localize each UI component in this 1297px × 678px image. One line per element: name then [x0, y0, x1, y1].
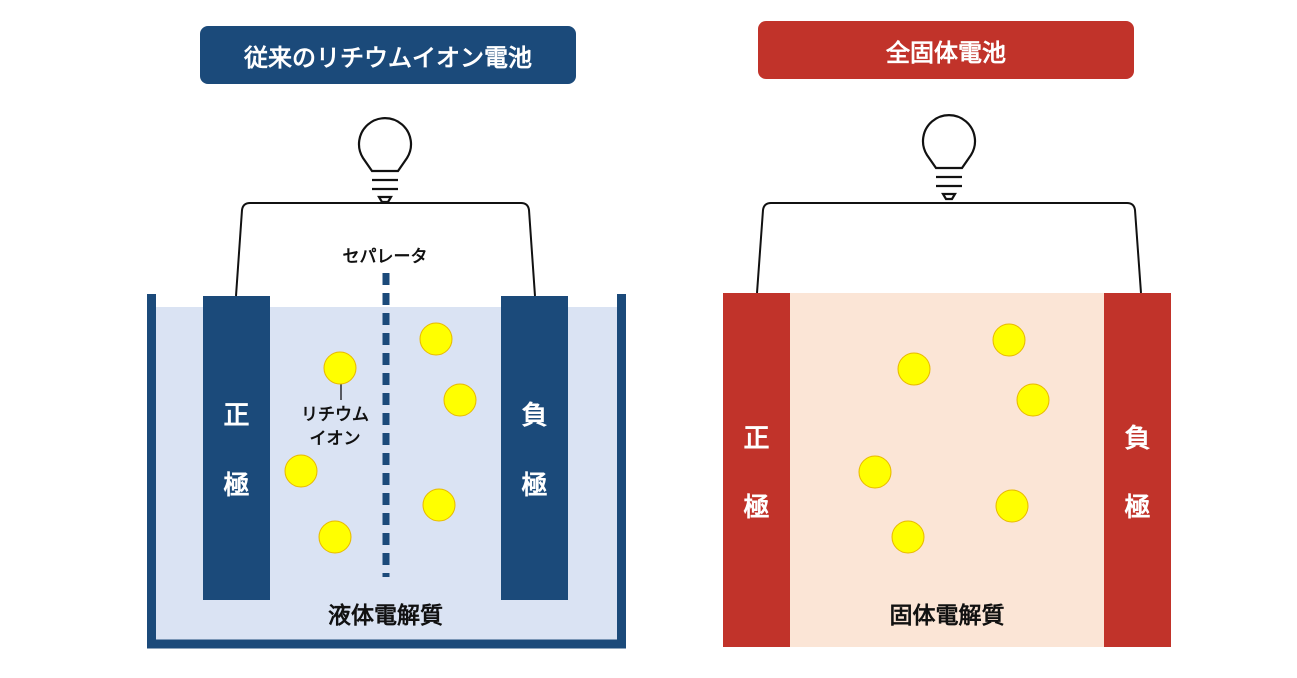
left-bulb-icon [357, 117, 413, 204]
lithium-ion [897, 352, 931, 386]
right-negative-electrode [1104, 293, 1171, 647]
lithium-ion [858, 455, 892, 489]
solid-electrolyte [790, 293, 1104, 647]
left-positive-label: 正 [223, 401, 250, 431]
lithium-ion [419, 322, 453, 356]
lithium-ion [891, 520, 925, 554]
right-negative-label: 負 [1124, 424, 1151, 454]
liquid-electrolyte-label: 液体電解質 [328, 603, 443, 629]
right-positive-label-2: 極 [743, 493, 770, 523]
lithium-ion [284, 454, 318, 488]
right-wire [756, 202, 1142, 294]
lithium-ion [992, 323, 1026, 357]
left-negative-electrode [501, 296, 568, 600]
right-positive-label: 正 [743, 424, 770, 454]
battery-container [147, 294, 626, 649]
ion-label-line-1: リチウム [301, 405, 369, 425]
lithium-ion [318, 520, 352, 554]
separator-label: セパレータ [342, 247, 428, 267]
lithium-ion [323, 351, 357, 385]
left-positive-electrode [203, 296, 270, 600]
right-bulb-icon [921, 114, 977, 201]
left-negative-label: 負 [521, 401, 548, 431]
ion-label: リチウム イオン [285, 403, 385, 451]
lithium-ion [1016, 383, 1050, 417]
right-title: 全固体電池 [758, 21, 1134, 79]
right-negative-label-2: 極 [1124, 493, 1151, 523]
lithium-ion [995, 489, 1029, 523]
left-negative-label-2: 極 [521, 471, 548, 501]
right-positive-electrode [723, 293, 790, 647]
ion-label-line-2: イオン [309, 429, 361, 449]
lithium-ion [422, 488, 456, 522]
left-title: 従来のリチウムイオン電池 [200, 26, 576, 84]
left-positive-label-2: 極 [223, 471, 250, 501]
lithium-ion [443, 383, 477, 417]
solid-electrolyte-label: 固体電解質 [889, 603, 1005, 629]
